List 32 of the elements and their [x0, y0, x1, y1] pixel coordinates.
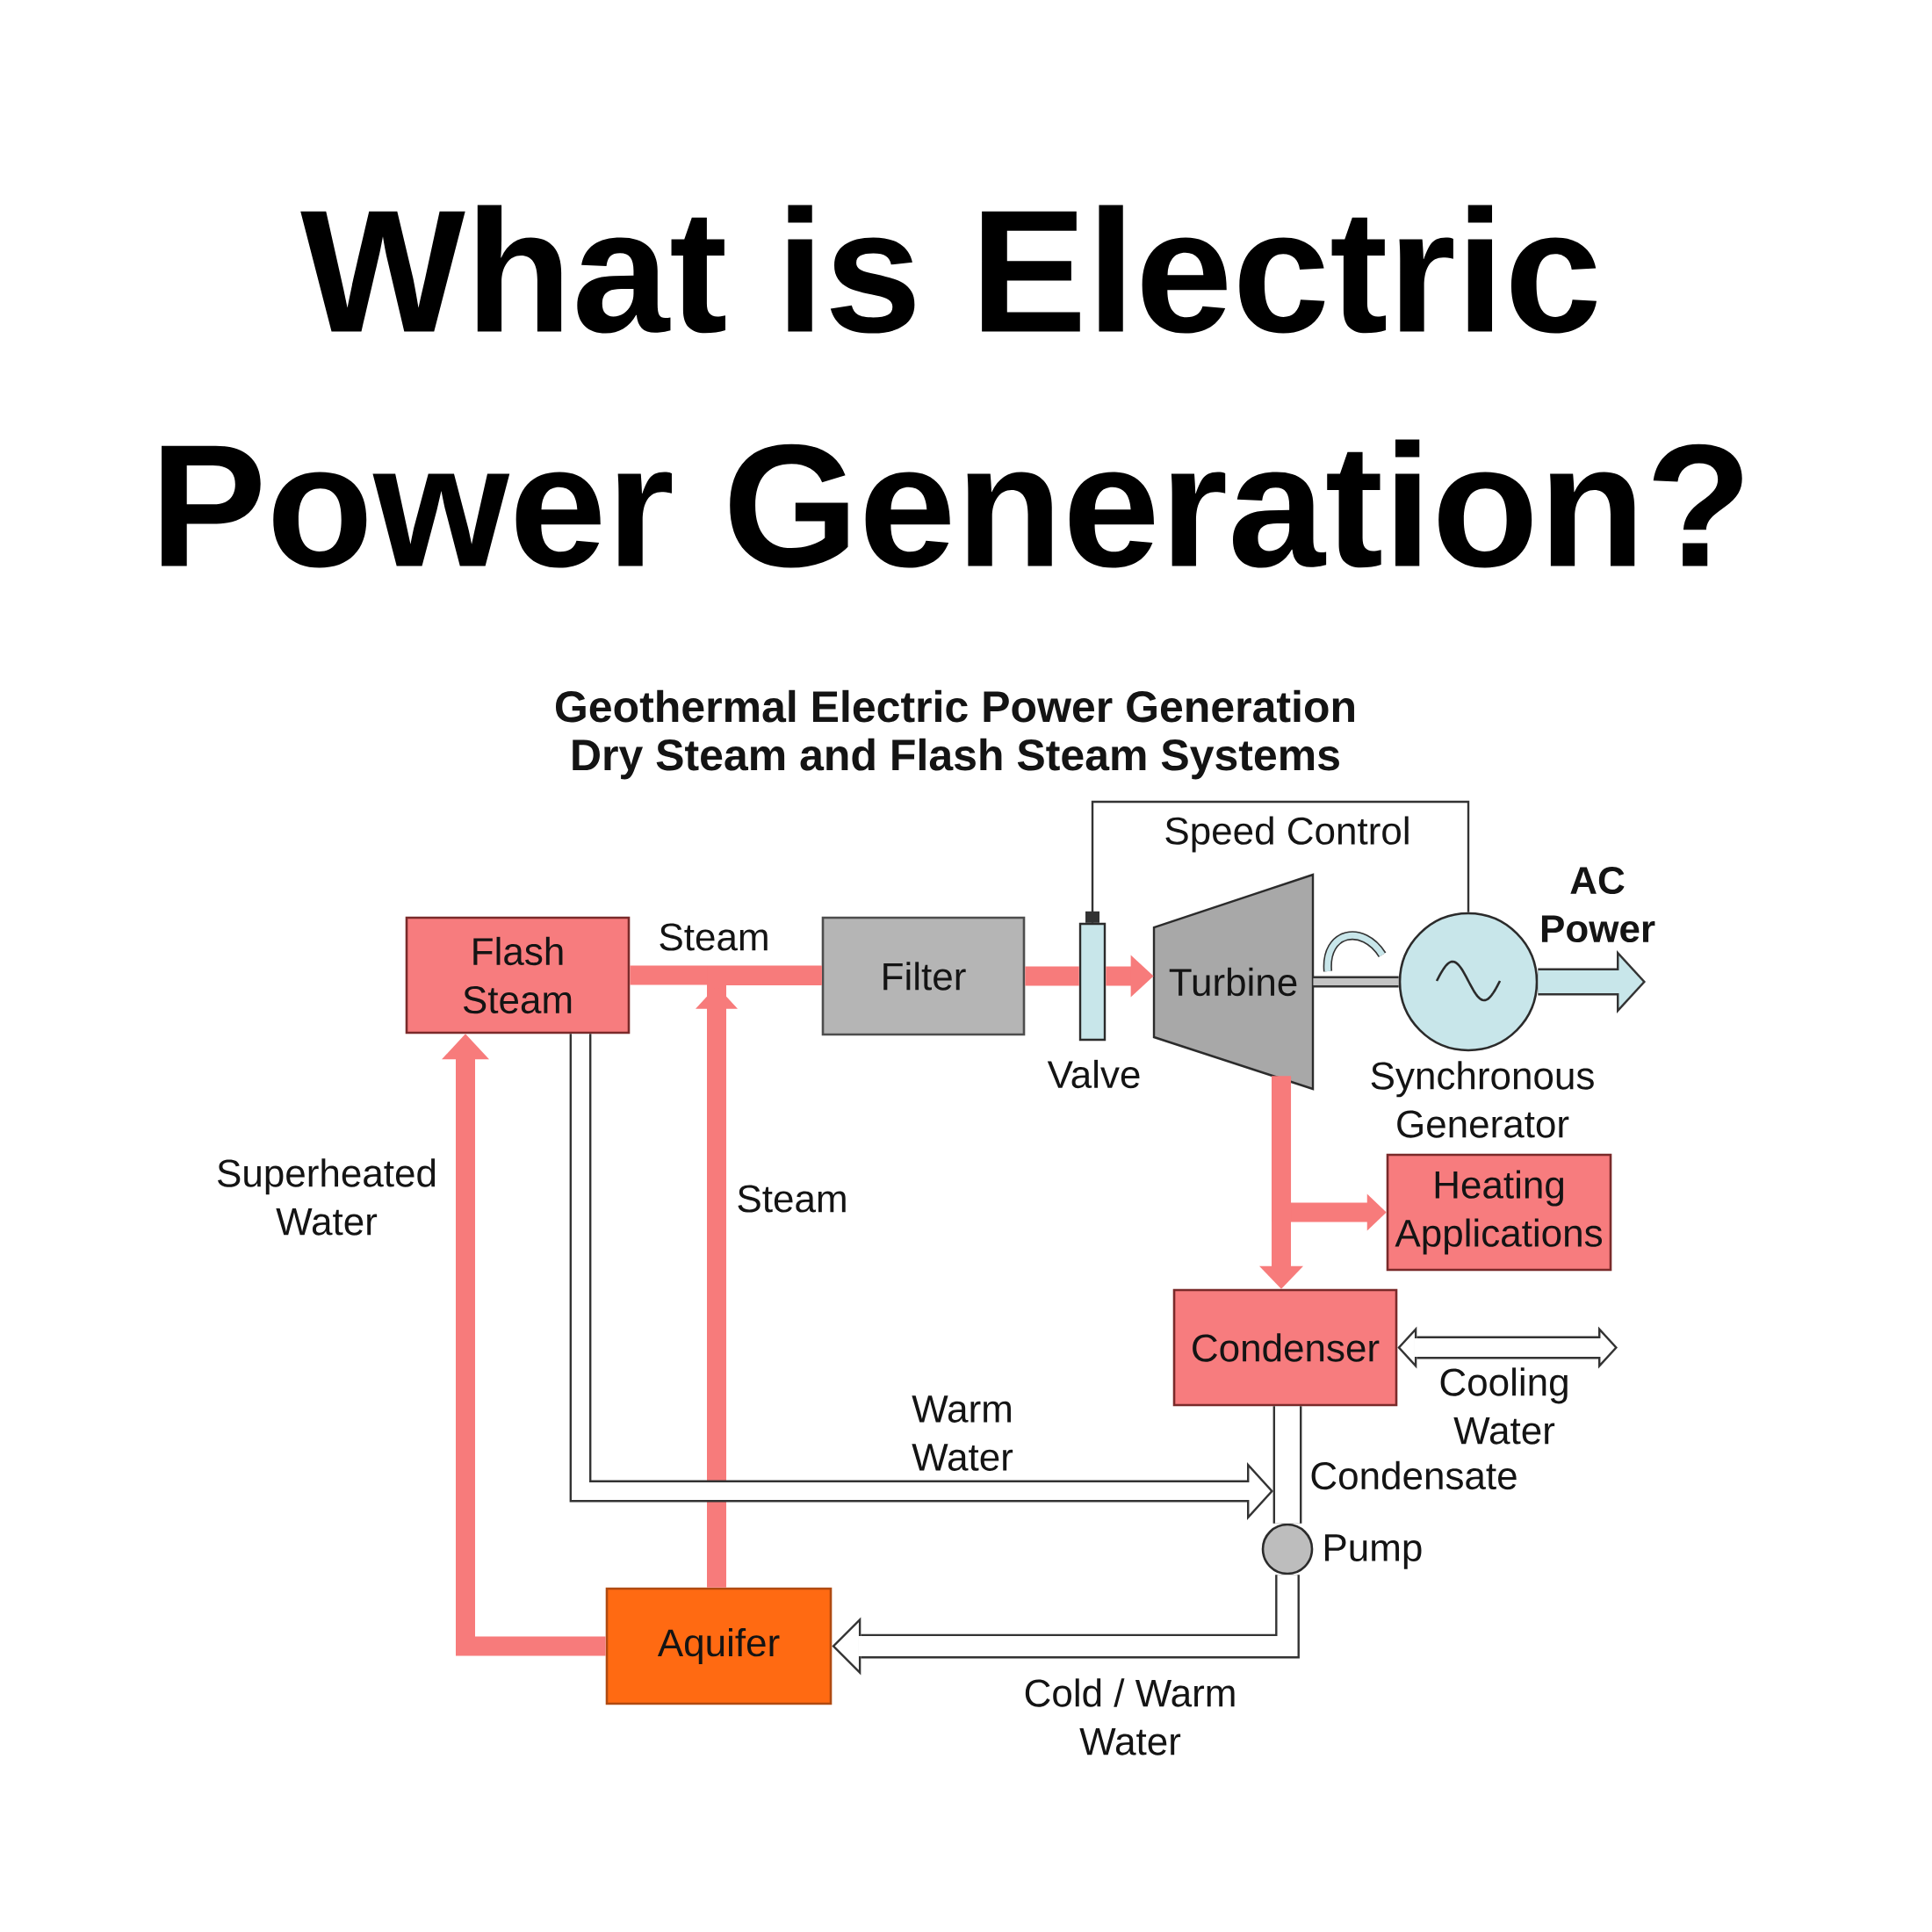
node-label: Synchronous Generator	[1371, 1061, 1594, 1138]
process-box: Aquifer	[605, 1587, 833, 1705]
block-arrow	[1538, 950, 1647, 1013]
edge-label: Condensate	[1308, 1459, 1520, 1492]
hollow-arrow	[569, 1034, 1273, 1520]
arrow	[1106, 955, 1154, 998]
process-box: Condenser	[1172, 1288, 1398, 1407]
process-box: Filter	[821, 916, 1026, 1036]
title: What is Electric Power Generation?	[162, 205, 1742, 568]
process-box: Heating Applications	[1386, 1153, 1612, 1272]
arrow	[1259, 1076, 1303, 1289]
edge-label: Warm Water	[910, 1394, 1015, 1473]
hollow-arrow	[832, 1575, 1300, 1676]
pipe	[1272, 1406, 1302, 1524]
flow-line	[1025, 966, 1079, 986]
edge-label: Steam	[656, 921, 772, 953]
turbine: Turbine	[1152, 873, 1315, 1091]
edge-label: Cold / Warm Water	[1021, 1676, 1239, 1757]
control-line	[1085, 800, 1470, 923]
node-label: Valve	[1047, 1059, 1140, 1089]
arrow	[696, 966, 822, 1588]
node-label: Pump	[1325, 1534, 1422, 1569]
process-box: Flash Steam	[405, 916, 631, 1034]
edge-label: AC Power	[1538, 864, 1658, 945]
arrow	[442, 1034, 606, 1656]
edge-label: Cooling Water	[1437, 1366, 1572, 1446]
edge-label: Speed Control	[1162, 814, 1413, 854]
subtitle: Dry Steam and Flash Steam Systems	[573, 738, 1339, 780]
hollow-arrow	[1397, 1326, 1618, 1369]
edge-label: Steam	[734, 1183, 850, 1215]
edge-label: Superheated Water	[214, 1157, 439, 1237]
subtitle: Geothermal Electric Power Generation	[555, 689, 1354, 723]
